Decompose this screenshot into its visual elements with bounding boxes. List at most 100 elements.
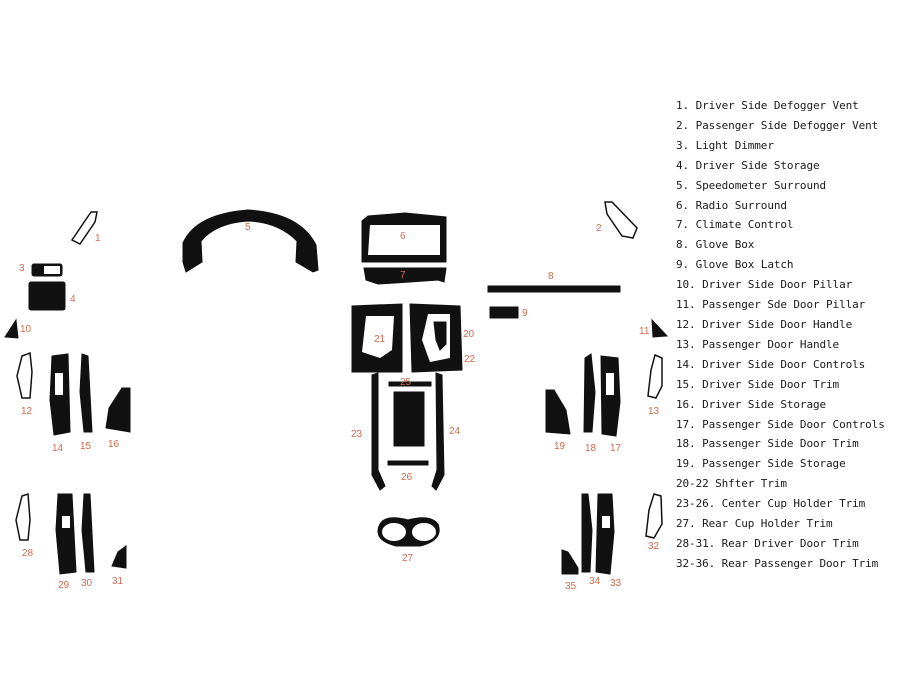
legend-item: 4. Driver Side Storage (676, 158, 820, 172)
part-number-8: 8 (548, 271, 554, 282)
part-10-driver-door-pillar (4, 318, 19, 339)
part-number-35: 35 (565, 581, 577, 592)
part-22-shifter-trim-small (450, 345, 461, 356)
part-number-15: 15 (80, 441, 92, 452)
legend-item: 20-22 Shfter Trim (676, 477, 787, 491)
part-31-rear-driver-door-storage (111, 545, 127, 569)
part-14-switch-cutout (55, 373, 63, 395)
part-1-driver-defogger-vent (70, 211, 98, 245)
part-3-light-dimmer-cutout (44, 266, 60, 274)
legend-item: 17. Passenger Side Door Controls (676, 417, 885, 431)
part-number-14: 14 (52, 443, 64, 454)
legend-item: 27. Rear Cup Holder Trim (676, 517, 833, 531)
legend-item: 19. Passenger Side Storage (676, 457, 846, 471)
part-number-7: 7 (400, 270, 406, 281)
legend-item: 7. Climate Control (676, 218, 794, 232)
legend-item: 6. Radio Surround (676, 198, 787, 212)
legend-item: 12. Driver Side Door Handle (676, 317, 853, 331)
part-25-center-cup-holder-trim-top (388, 381, 432, 387)
part-number-4: 4 (70, 294, 76, 305)
part-number-20: 20 (463, 329, 475, 340)
part-number-19: 19 (554, 441, 566, 452)
legend-item: 5. Speedometer Surround (676, 178, 827, 192)
part-12-driver-door-handle (16, 351, 33, 399)
part-number-27: 27 (402, 553, 414, 564)
part-8-glove-box (487, 285, 621, 293)
part-number-31: 31 (112, 576, 124, 587)
part-number-12: 12 (21, 406, 33, 417)
part-26-center-cup-holder-trim-bottom (387, 460, 429, 466)
part-number-13: 13 (648, 406, 660, 417)
part-5-speedometer-surround (182, 209, 319, 273)
legend-item: 32-36. Rear Passenger Door Trim (676, 556, 879, 570)
part-28-rear-driver-door-handle (15, 492, 31, 541)
part-16-driver-door-storage (105, 387, 131, 433)
part-9-glove-box-latch (489, 306, 519, 319)
part-number-32: 32 (648, 541, 660, 552)
legend-item: 15. Driver Side Door Trim (676, 377, 840, 391)
part-29-rear-driver-door-controls (55, 493, 77, 575)
part-32-rear-passenger-door-handle (645, 493, 663, 539)
part-35-rear-passenger-door-storage (561, 549, 579, 575)
part-number-26: 26 (401, 472, 413, 483)
part-18-passenger-door-trim (583, 353, 596, 433)
part-11-passenger-door-pillar (651, 318, 669, 338)
part-number-3: 3 (19, 263, 25, 274)
part-24-center-console-trim-right (431, 372, 445, 491)
part-30-rear-driver-door-trim (81, 493, 95, 573)
legend-item: 3. Light Dimmer (676, 138, 774, 152)
part-number-5: 5 (245, 222, 251, 233)
part-2-passenger-defogger-vent (604, 201, 638, 239)
part-27-cup-hole-right (412, 523, 436, 541)
legend-item: 18. Passenger Side Door Trim (676, 437, 859, 451)
part-4-driver-side-storage (28, 281, 66, 311)
legend-item: 16. Driver Side Storage (676, 397, 827, 411)
part-17-passenger-door-controls (600, 355, 621, 437)
part-number-6: 6 (400, 231, 406, 242)
part-27-cup-hole-left (382, 523, 406, 541)
part-number-24: 24 (449, 426, 461, 437)
legend-item: 2. Passenger Side Defogger Vent (676, 118, 879, 132)
part-number-28: 28 (22, 548, 34, 559)
part-33-switch-cutout (602, 516, 610, 528)
legend-item: 14. Driver Side Door Controls (676, 357, 866, 371)
part-number-2: 2 (596, 223, 602, 234)
part-number-23: 23 (351, 429, 363, 440)
legend-item: 13. Passenger Door Handle (676, 337, 840, 351)
legend-item: 10. Driver Side Door Pillar (676, 278, 853, 292)
part-13-passenger-door-handle (647, 353, 663, 399)
part-number-11: 11 (639, 326, 650, 337)
part-center-cup-holder-insert (393, 391, 425, 447)
part-33-rear-passenger-door-controls (595, 493, 615, 575)
part-number-30: 30 (81, 578, 93, 589)
part-number-21: 21 (374, 334, 386, 345)
part-number-9: 9 (522, 308, 528, 319)
part-number-1: 1 (95, 233, 101, 244)
part-number-22: 22 (464, 354, 476, 365)
part-number-34: 34 (589, 576, 601, 587)
part-number-16: 16 (108, 439, 120, 450)
part-19-passenger-door-storage (545, 389, 571, 435)
part-number-18: 18 (585, 443, 597, 454)
part-34-rear-passenger-door-trim (581, 493, 593, 573)
part-21-shifter-cutout (362, 316, 394, 358)
legend-item: 28-31. Rear Driver Door Trim (676, 536, 859, 550)
legend-item: 9. Glove Box Latch (676, 258, 794, 272)
part-17-switch-cutout (606, 373, 614, 395)
part-number-17: 17 (610, 443, 622, 454)
parts-legend: 1. Driver Side Defogger Vent 2. Passenge… (676, 96, 898, 574)
part-20-shifter-gate (433, 321, 447, 351)
part-6-radio-surround-cutout (368, 225, 440, 255)
legend-item: 1. Driver Side Defogger Vent (676, 99, 859, 112)
part-7-climate-control (363, 267, 447, 285)
part-29-switch-cutout (62, 516, 70, 528)
part-23-center-console-trim-left (371, 372, 386, 491)
part-15-driver-door-trim (79, 353, 93, 433)
part-number-33: 33 (610, 578, 622, 589)
legend-item: 11. Passenger Sde Door Pillar (676, 298, 866, 312)
part-number-25: 25 (400, 377, 412, 388)
part-number-29: 29 (58, 580, 70, 591)
legend-item: 23-26. Center Cup Holder Trim (676, 497, 866, 511)
legend-item: 8. Glove Box (676, 238, 755, 252)
